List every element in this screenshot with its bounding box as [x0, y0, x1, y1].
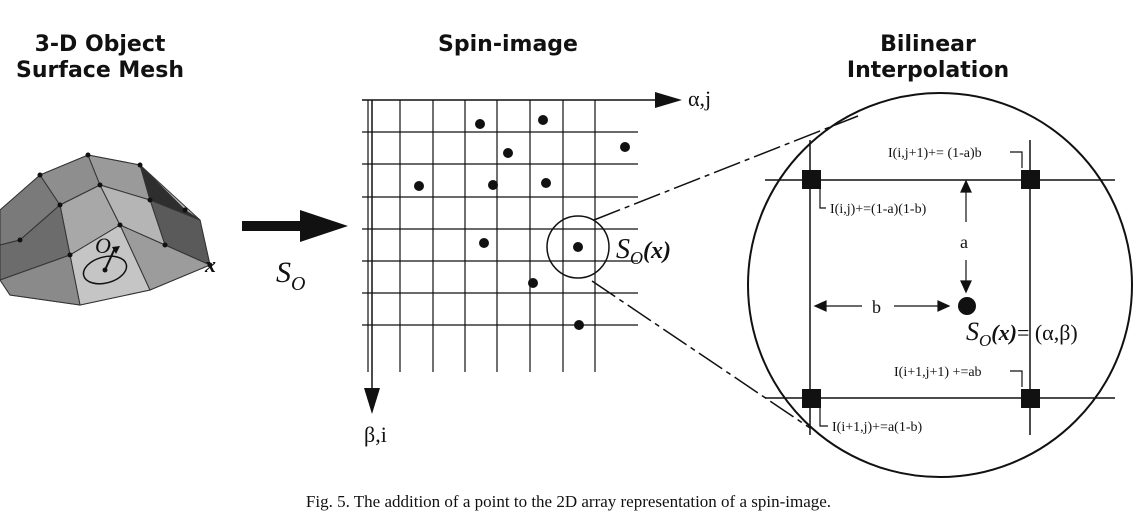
surface-mesh: [0, 152, 213, 306]
spin-image-grid: [362, 100, 638, 372]
mesh-title-line1: 3-D Object: [34, 32, 166, 57]
bilinear-point: [958, 297, 976, 315]
label-brackets: [819, 151, 1023, 427]
bilinear-title-line2: Interpolation: [846, 58, 1010, 83]
a-label: a: [960, 232, 968, 252]
bilinear-point-label: SO(x)= (α,β): [966, 317, 1078, 350]
spin-image-points: [414, 115, 630, 330]
alpha-axis: [362, 92, 682, 108]
spin-point-label: SO(x): [616, 234, 671, 268]
mesh-vertex-label: x: [204, 252, 216, 277]
mesh-title: 3-D Object Surface Mesh: [0, 32, 200, 84]
mapping-arrow: [242, 210, 348, 242]
mapping-arrow-label: SO: [276, 256, 305, 295]
mesh-point-label: O: [95, 233, 111, 258]
b-label: b: [872, 297, 881, 317]
figure-caption: Fig. 5. The addition of a point to the 2…: [305, 492, 832, 511]
a-dimension: [960, 179, 972, 294]
label-bottom-right: I(i+1,j+1) +=ab: [894, 365, 982, 380]
bilinear-title-line1: Bilinear: [880, 32, 976, 57]
spin-title: Spin-image: [438, 32, 578, 57]
bilinear-grid: [765, 140, 1115, 435]
bilinear-circle: [747, 92, 1133, 478]
beta-axis-label: β,i: [364, 422, 387, 447]
label-bottom-left: I(i+1,j)+=a(1-b): [832, 420, 922, 435]
b-dimension: [813, 300, 951, 312]
label-top-left: I(i,j)+=(1-a)(1-b): [830, 202, 927, 217]
zoom-connectors: [591, 115, 859, 429]
bilinear-cell-markers: [802, 170, 1040, 408]
beta-axis: [364, 100, 380, 414]
mesh-title-line2: Surface Mesh: [16, 58, 184, 83]
zoom-circle: [546, 215, 610, 279]
alpha-axis-label: α,j: [688, 86, 711, 111]
bilinear-title: Bilinear Interpolation: [818, 32, 1038, 84]
label-top-right: I(i,j+1)+= (1-a)b: [888, 146, 982, 161]
